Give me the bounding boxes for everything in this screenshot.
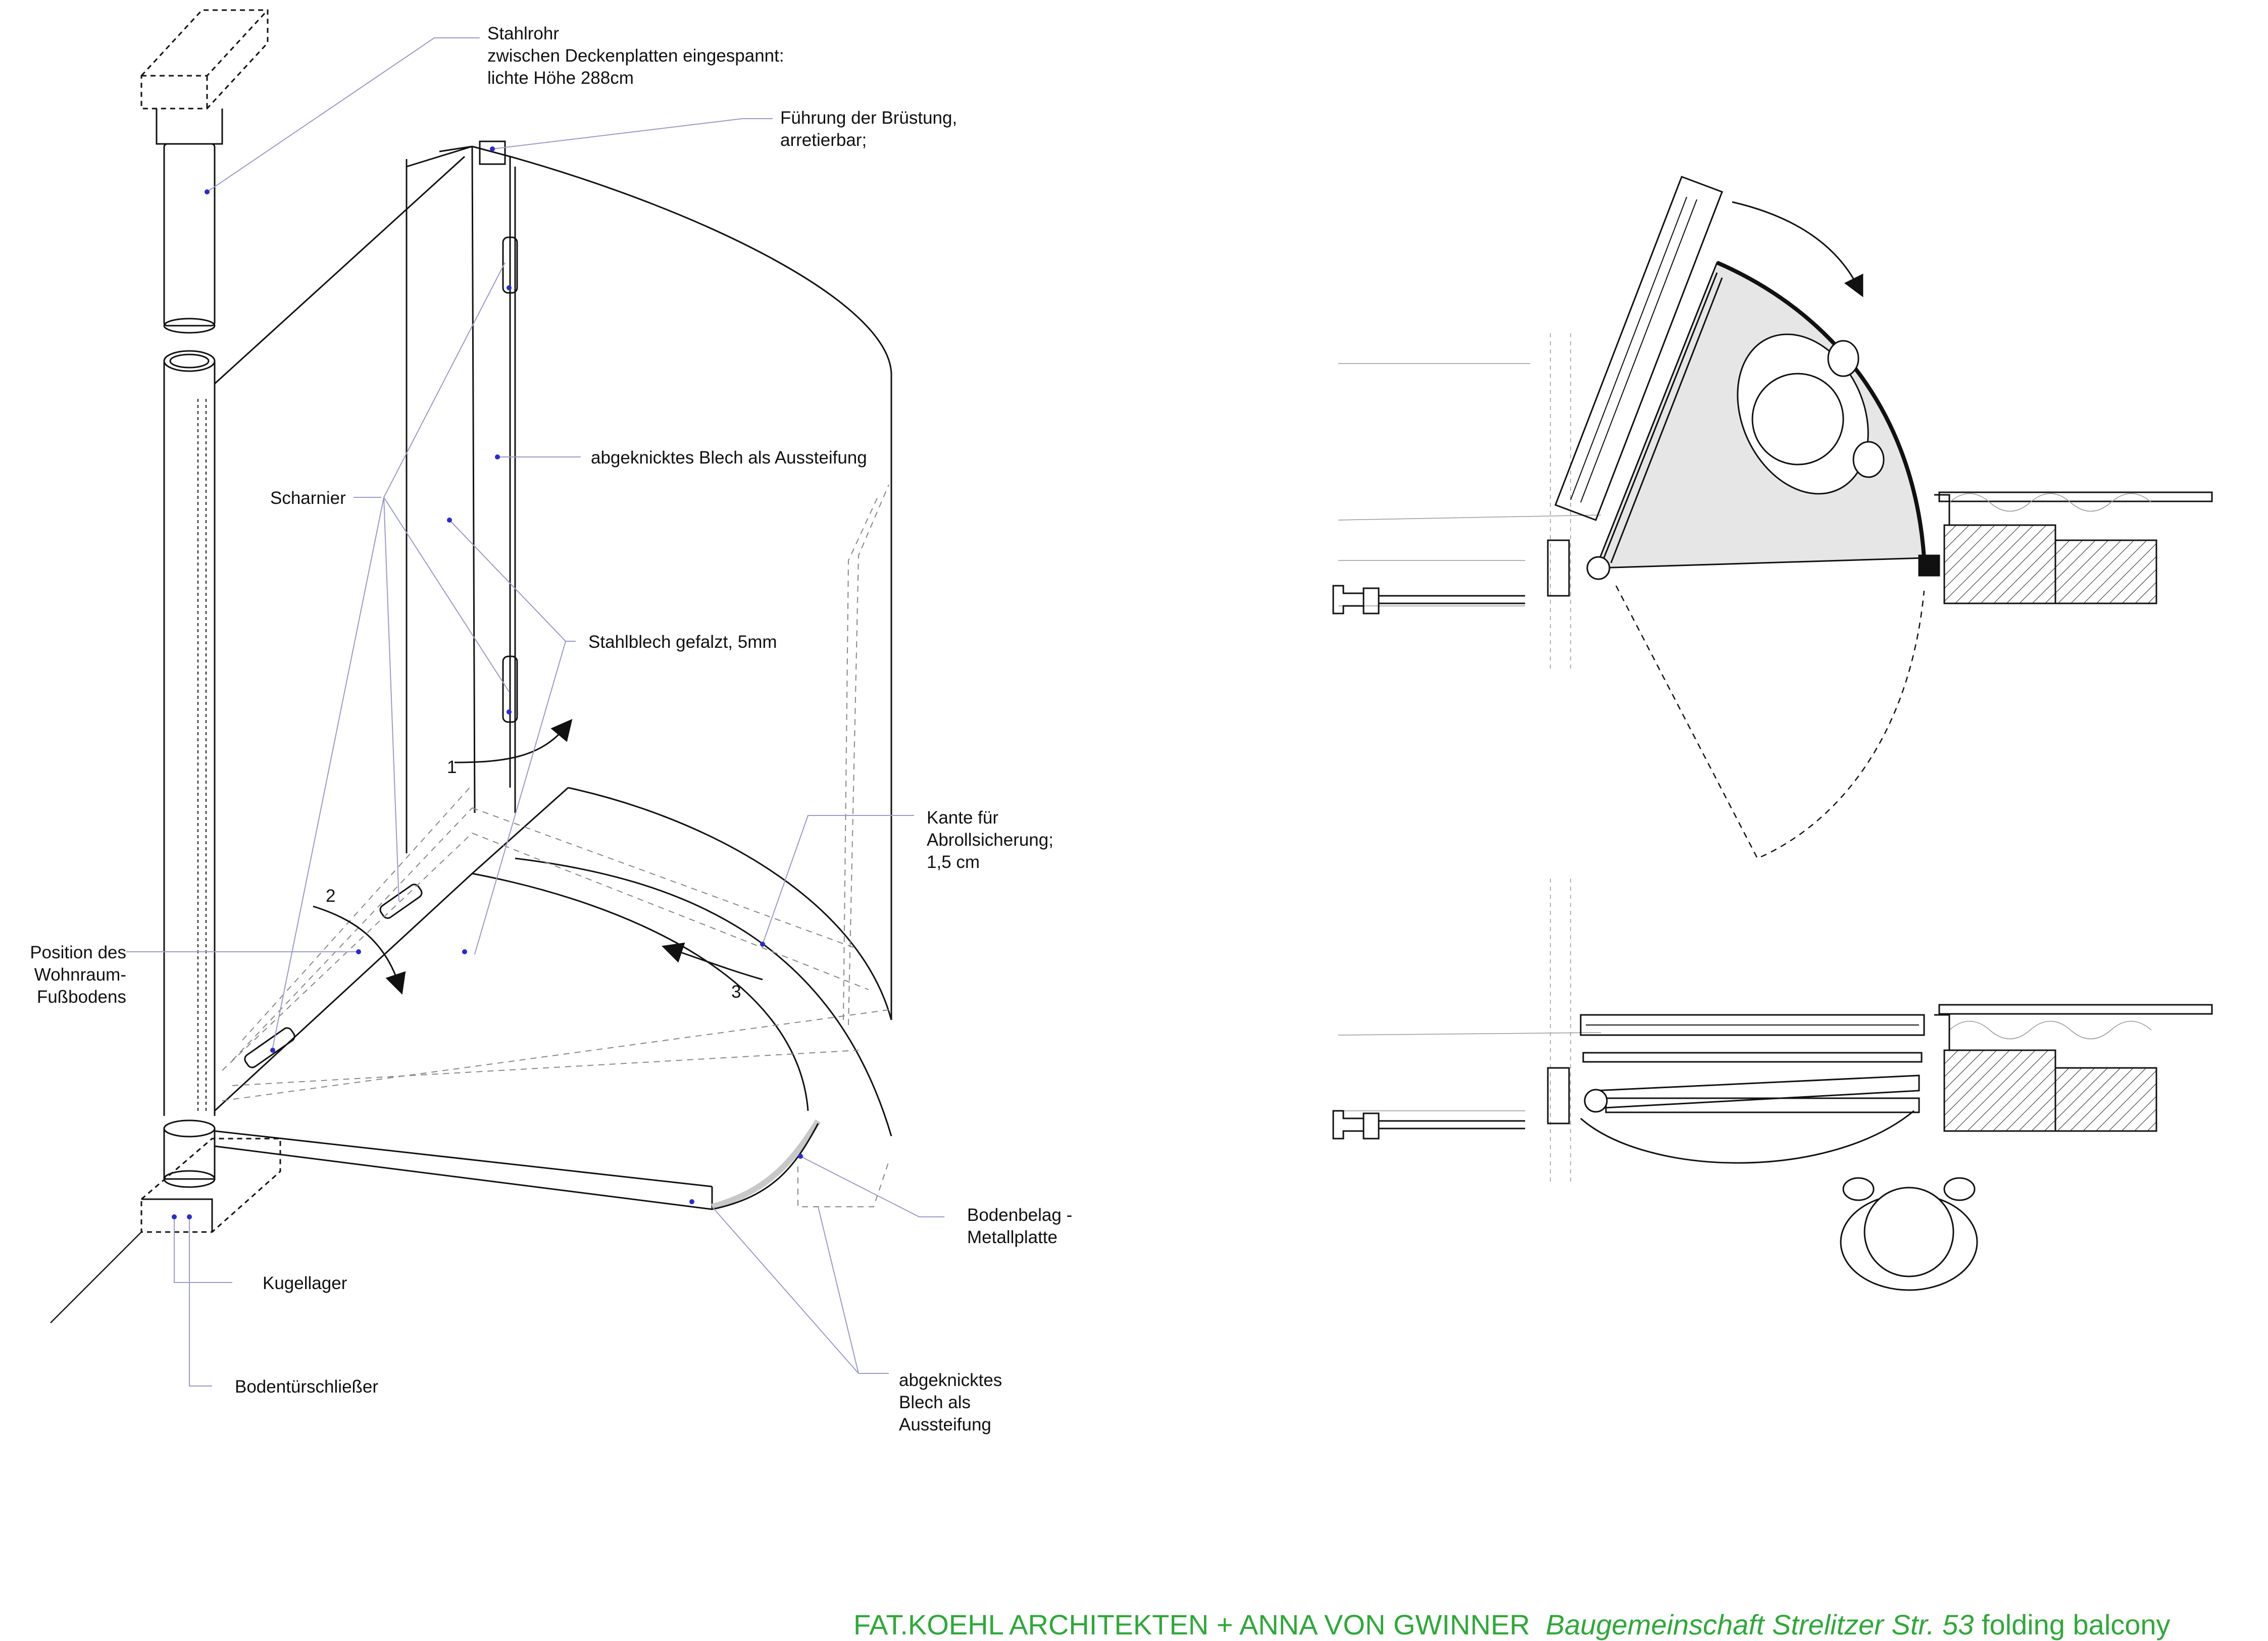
- motion-arrow-2: [313, 905, 406, 995]
- footer-firm: FAT.KOEHL ARCHITEKTEN + ANNA VON GWINNER: [853, 1609, 1530, 1640]
- label-fuehrung: Führung der Brüstung, arretierbar;: [780, 108, 957, 150]
- step-number-2: 2: [326, 886, 336, 906]
- isometric-balcony-drawing: [50, 9, 892, 1323]
- jamb-open: [1547, 539, 1570, 597]
- leader-lines: [126, 37, 944, 1387]
- window-frame-open: [1332, 585, 1525, 614]
- pivot-closed: [1584, 1089, 1608, 1113]
- rear-panel: [214, 145, 892, 1020]
- rotation-arrow-open: [1732, 201, 1863, 297]
- label-bodenbelag: Bodenbelag - Metallplatte: [967, 1205, 1073, 1247]
- folded-panel-open: [1554, 176, 1723, 566]
- window-frame-closed: [1332, 1110, 1525, 1140]
- swing-path-open: [1615, 585, 1925, 859]
- railing-guide: [479, 140, 506, 165]
- label-stahlrohr: Stahlrohr zwischen Deckenplatten eingesp…: [487, 24, 784, 88]
- label-kante: Kante für Abrollsicherung; 1,5 cm: [927, 808, 1053, 872]
- label-position: Position des Wohnraum- Fußbodens: [30, 943, 126, 1007]
- pivot-open: [1586, 556, 1610, 580]
- ceiling-block: [140, 9, 269, 110]
- wall-section-closed: [1934, 1004, 2213, 1132]
- label-scharnier: Scharnier: [270, 488, 346, 508]
- motion-arrow-3: [662, 942, 763, 981]
- folded-panel-closed: [1580, 1014, 1925, 1113]
- plan-open: [1332, 176, 2213, 859]
- footer-subject: folding balcony: [1981, 1609, 2171, 1640]
- hidden-edges: [222, 484, 889, 1207]
- footer-project: Baugemeinschaft Strelitzer Str. 53: [1545, 1609, 1974, 1640]
- person-closed: [1840, 1177, 1978, 1291]
- label-kugellager: Kugellager: [263, 1273, 347, 1293]
- label-stahlblech: Stahlblech gefalzt, 5mm: [588, 632, 777, 652]
- label-blech-aussteifung: abgeknicktes Blech als Aussteifung: [591, 448, 867, 468]
- floor-plate: [214, 787, 892, 1210]
- main-steel-pipe: [163, 350, 216, 1116]
- ball-bearing: [163, 1119, 216, 1188]
- person-open: [1737, 333, 1885, 495]
- plan-closed: [1332, 879, 2213, 1291]
- footer-credits: FAT.KOEHL ARCHITEKTEN + ANNA VON GWINNER…: [853, 1608, 2171, 1641]
- step-number-3: 3: [731, 982, 741, 1002]
- jamb-closed: [1547, 1067, 1570, 1124]
- upper-steel-pipe: [156, 109, 223, 334]
- leader-dots: [172, 146, 803, 1219]
- balcony-floor-closed: [1580, 1110, 1914, 1164]
- motion-arrow-1: [454, 719, 573, 763]
- hinges: [244, 236, 518, 1068]
- label-blech-aussteifung-2: abgeknicktes Blech als Aussteifung: [899, 1370, 1002, 1434]
- wall-section-open: [1918, 491, 2213, 604]
- step-number-1: 1: [447, 757, 457, 777]
- label-bodentuerschliesser: Bodentürschließer: [235, 1377, 379, 1397]
